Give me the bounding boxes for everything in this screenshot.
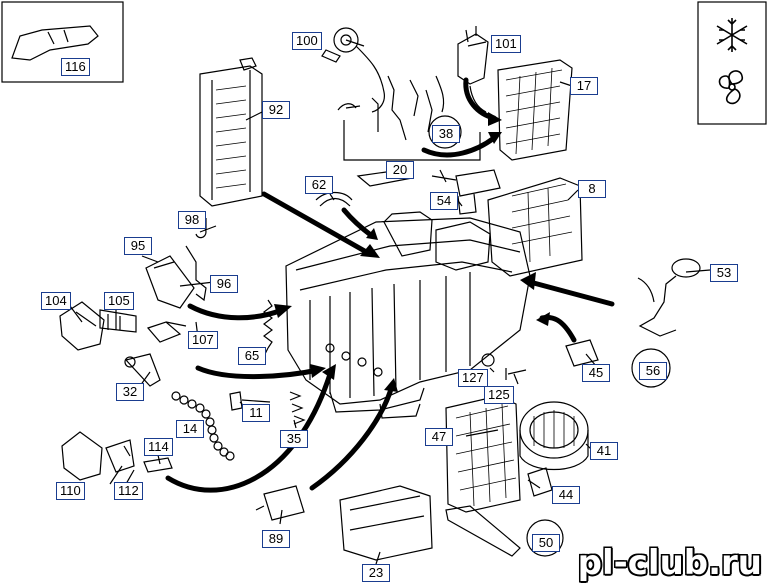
circle-50 (526, 519, 564, 557)
part-105 (99, 309, 137, 333)
duct-23 (339, 485, 433, 561)
actuator-100 (321, 27, 385, 113)
callout-125: 125 (484, 386, 514, 404)
part-116-bracket (11, 25, 99, 61)
callout-62: 62 (305, 176, 333, 194)
arrow-heads (274, 112, 550, 392)
callout-104: 104 (41, 292, 71, 310)
callout-65: 65 (238, 347, 266, 365)
callout-110: 110 (56, 482, 85, 500)
callout-95: 95 (124, 237, 152, 255)
callout-8: 8 (578, 180, 606, 198)
callout-38: 38 (432, 125, 460, 143)
callout-127: 127 (458, 369, 488, 387)
inset-frame-right (697, 1, 767, 125)
filter-47 (445, 395, 521, 513)
part-45 (565, 339, 599, 367)
part-50 (445, 505, 521, 557)
callout-105: 105 (104, 292, 134, 310)
callout-35: 35 (280, 430, 308, 448)
part-125 (505, 368, 527, 380)
actuator-110 (61, 431, 103, 481)
sensor-32 (124, 353, 161, 387)
callout-17: 17 (570, 77, 598, 95)
callout-14: 14 (176, 420, 204, 438)
sensor-53 (637, 258, 701, 337)
callout-32: 32 (116, 383, 144, 401)
spring-65 (263, 299, 273, 349)
part-62 (315, 191, 353, 207)
actuator-95 (145, 255, 195, 309)
callout-45: 45 (582, 364, 610, 382)
callout-47: 47 (425, 428, 453, 446)
callout-53: 53 (710, 264, 738, 282)
part-127 (481, 353, 495, 367)
housing-8 (487, 177, 583, 277)
inset-frame-left (1, 1, 124, 83)
callout-89: 89 (262, 530, 290, 548)
callout-56: 56 (639, 362, 667, 380)
part-96 (185, 245, 207, 302)
fan-icon (718, 70, 744, 105)
module-89 (255, 485, 305, 521)
callout-44: 44 (552, 486, 580, 504)
callout-101: 101 (491, 35, 521, 53)
callout-54: 54 (430, 192, 458, 210)
callout-114: 114 (144, 438, 173, 456)
actuator-54 (431, 169, 501, 215)
circle-56 (631, 348, 671, 388)
flap-17 (497, 59, 573, 161)
part-114 (143, 457, 173, 473)
clips-35 (289, 391, 306, 425)
callout-96: 96 (210, 275, 238, 293)
callout-92: 92 (262, 101, 290, 119)
part-107 (146, 321, 187, 343)
actuator-101 (457, 26, 489, 113)
hose-14 (171, 391, 235, 461)
callout-116: 116 (61, 58, 90, 76)
callout-23: 23 (362, 564, 390, 582)
callout-100: 100 (292, 32, 322, 50)
blower-41 (519, 401, 589, 471)
circle-38 (428, 115, 462, 149)
callout-20: 20 (386, 161, 414, 179)
snowflake-icon (716, 18, 748, 52)
watermark: pl-club.ru (577, 543, 762, 583)
callout-50: 50 (532, 534, 560, 552)
part-112 (105, 439, 135, 473)
linkage-38 (337, 75, 481, 161)
actuator-104 (59, 301, 105, 351)
heater-core-92 (199, 57, 263, 207)
callout-41: 41 (590, 442, 618, 460)
callout-112: 112 (114, 482, 143, 500)
callout-11: 11 (242, 404, 270, 422)
callout-107: 107 (188, 331, 218, 349)
callout-98: 98 (178, 211, 206, 229)
